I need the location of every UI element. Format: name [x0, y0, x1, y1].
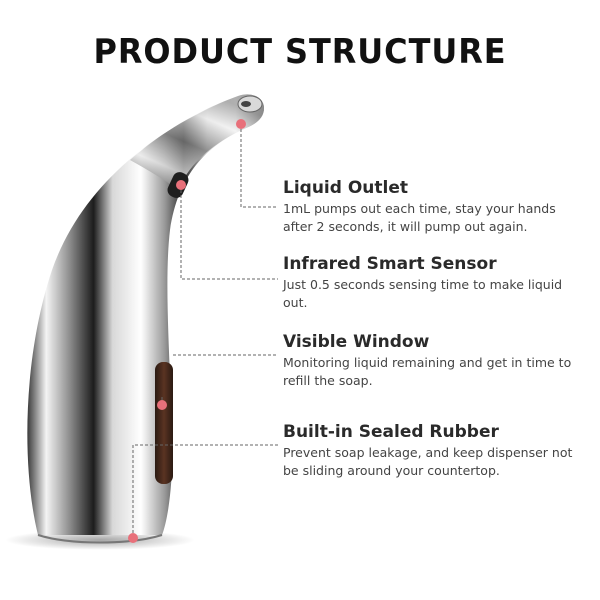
- feature-description: Just 0.5 seconds sensing time to make li…: [283, 277, 563, 310]
- feature-sealed-rubber: Built-in Sealed Rubber Prevent soap leak…: [283, 421, 588, 480]
- feature-title: Visible Window: [283, 332, 430, 352]
- spout-opening: [241, 101, 251, 107]
- callout-dot-sensor: [176, 180, 186, 190]
- dispenser-body: [27, 94, 265, 535]
- leader-line-outlet: [240, 124, 278, 208]
- leader-line-rubber: [132, 444, 278, 538]
- leader-line-sensor: [180, 185, 278, 280]
- feature-title: Built-in Sealed Rubber: [283, 422, 499, 442]
- feature-description: Monitoring liquid remaining and get in t…: [283, 355, 572, 388]
- feature-visible-window: Visible Window Monitoring liquid remaini…: [283, 331, 588, 390]
- callout-dot-window: [157, 400, 167, 410]
- feature-description: 1mL pumps out each time, stay your hands…: [283, 201, 556, 234]
- base-rim: [37, 534, 163, 544]
- dispenser-neck-sheen: [130, 94, 264, 190]
- feature-infrared-sensor: Infrared Smart Sensor Just 0.5 seconds s…: [283, 253, 588, 312]
- callout-dot-outlet: [236, 119, 246, 129]
- feature-liquid-outlet: Liquid Outlet 1mL pumps out each time, s…: [283, 177, 588, 236]
- page-title: PRODUCT STRUCTURE: [93, 32, 507, 72]
- feature-description: Prevent soap leakage, and keep dispenser…: [283, 445, 573, 478]
- callout-dot-rubber: [128, 533, 138, 543]
- visible-window: [155, 362, 173, 484]
- feature-title: Liquid Outlet: [283, 178, 409, 198]
- feature-title: Infrared Smart Sensor: [283, 254, 497, 274]
- callout-dots: [128, 119, 246, 543]
